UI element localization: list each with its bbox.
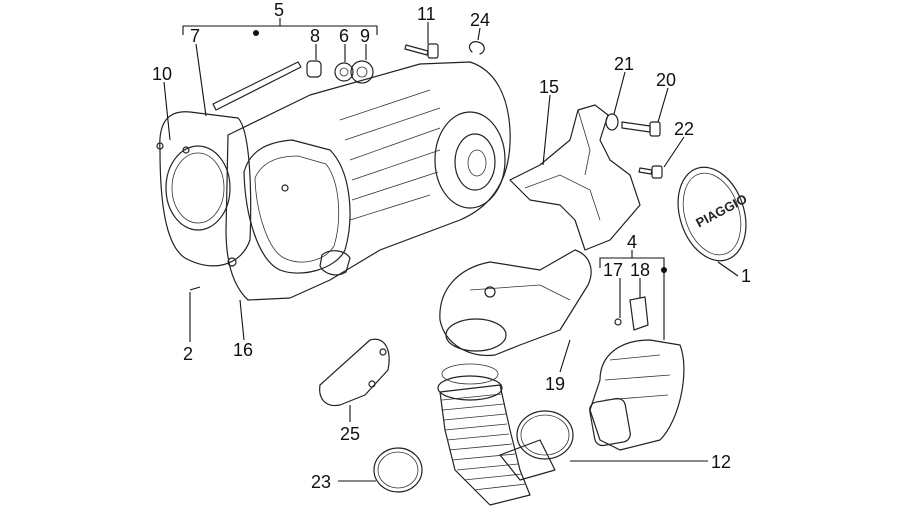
callout-7: 7: [190, 26, 200, 46]
callout-10: 10: [152, 64, 172, 84]
callout-5: 5: [274, 0, 284, 20]
callout-21: 21: [614, 54, 634, 74]
part-25-bracket: [319, 338, 390, 407]
part-10-inner-cover-plate: [156, 111, 252, 267]
part-16-transmission-cover: [225, 61, 511, 301]
callout-22: 22: [674, 119, 694, 139]
callout-6: 6: [339, 26, 349, 46]
part-22-screw: [638, 165, 663, 179]
callout-4: 4: [627, 232, 637, 252]
callout-23: 23: [311, 472, 331, 492]
part-6-washer: [334, 62, 354, 82]
callout-8: 8: [310, 26, 320, 46]
callout-1: 1: [741, 266, 751, 286]
part-20-bolt: [621, 121, 661, 137]
part-1-badge-cover: PIAGGIO: [677, 166, 749, 262]
callout-19: 19: [545, 374, 565, 394]
part-7-rod: [212, 61, 302, 111]
group-bracket-4: [599, 250, 667, 273]
callout-25: 25: [340, 424, 360, 444]
part-23-hose-clamp: [373, 447, 423, 493]
part-19-air-duct-lower: [439, 249, 592, 357]
callout-9: 9: [360, 26, 370, 46]
hose-clamp-right: [516, 410, 574, 460]
part-15-air-duct-upper: [509, 104, 641, 251]
part-4-intake-assembly: [589, 339, 685, 451]
callout-24: 24: [470, 10, 490, 30]
callout-labels: 5 7 8 6 9 10 11 24 15 21 20 22 4 17 18 1…: [152, 0, 751, 492]
callout-20: 20: [656, 70, 676, 90]
part-21-washer: [605, 113, 619, 131]
callout-11: 11: [417, 4, 436, 24]
leader-lines: [163, 22, 739, 482]
callout-15: 15: [539, 77, 559, 97]
group-bracket-5: [182, 18, 378, 36]
part-12-flex-hose: [437, 363, 556, 506]
part-24-clip: [468, 41, 485, 55]
callout-16: 16: [233, 340, 253, 360]
callout-17: 17: [603, 260, 623, 280]
part-17-screw: [614, 318, 622, 326]
part-8-bushing: [306, 60, 322, 78]
part-11-bolt: [404, 43, 439, 59]
part-9-bearing: [350, 60, 374, 84]
callout-12: 12: [711, 452, 731, 472]
callout-18: 18: [630, 260, 650, 280]
part-18-plate: [629, 296, 649, 331]
callout-2: 2: [183, 344, 193, 364]
